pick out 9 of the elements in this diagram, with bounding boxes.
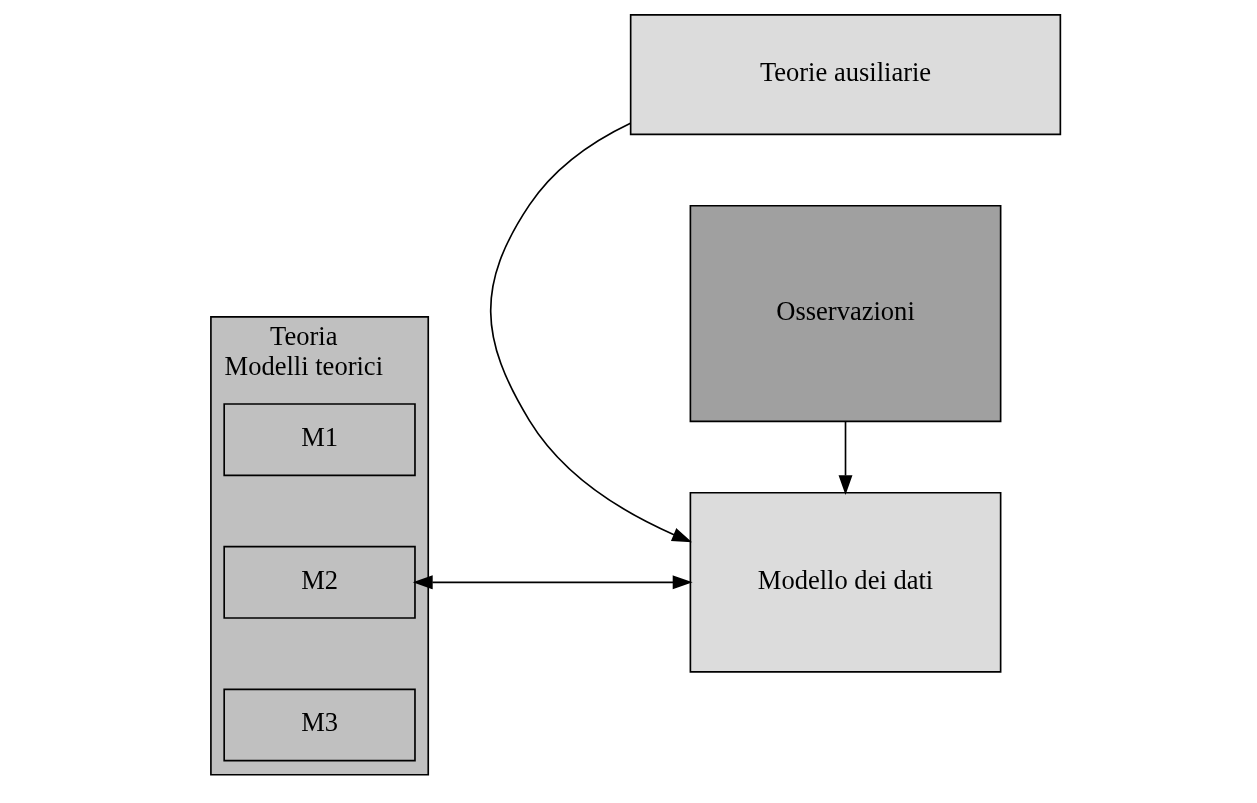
node-box: M3	[222, 688, 416, 762]
node-box: M2	[222, 545, 416, 619]
node-box: Teorie ausiliarie	[629, 14, 1061, 136]
arrow	[489, 122, 692, 543]
node-box: Modello dei dati	[689, 491, 1001, 673]
arrow	[838, 421, 852, 496]
node-box: Osservazioni	[689, 204, 1001, 423]
arrow	[412, 575, 693, 590]
node-box: M1	[222, 403, 416, 477]
